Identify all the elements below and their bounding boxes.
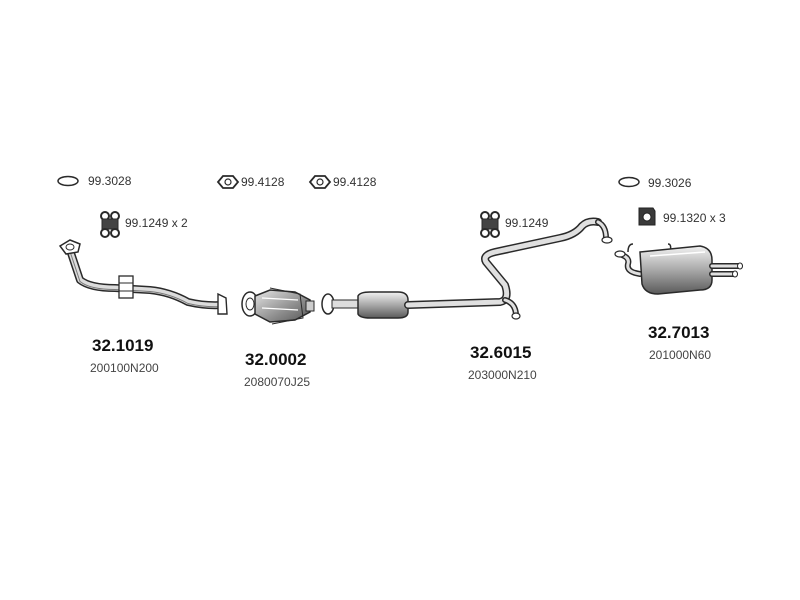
front-pipe-icon (58, 239, 228, 315)
rubber-hanger-icon (100, 211, 120, 238)
flange-gasket-label: 99.4128 (241, 175, 285, 189)
part-number-middle-pipe: 32.6015 (470, 343, 532, 362)
ring-gasket-label: 99.3026 (648, 176, 692, 190)
flange-gasket-icon (216, 175, 240, 189)
rubber-hanger-icon (480, 211, 500, 238)
hanger-label: 99.1249 (505, 216, 549, 230)
oem-code-middle-pipe: 203000N210 (468, 368, 537, 382)
middle-pipe-icon (321, 217, 613, 320)
part-number-front-pipe: 32.1019 (92, 336, 154, 355)
rubber-mount-label: 99.1320 x 3 (663, 211, 726, 225)
ring-gasket-label: 99.3028 (88, 174, 132, 188)
oem-code-catalytic-converter: 2080070J25 (244, 375, 311, 389)
hanger-label: 99.1249 x 2 (125, 216, 188, 230)
rear-muffler-icon (614, 243, 743, 295)
oem-code-front-pipe: 200100N200 (90, 361, 159, 375)
part-number-catalytic-converter: 32.0002 (245, 350, 307, 369)
flange-gasket-label: 99.4128 (333, 175, 377, 189)
oem-code-rear-muffler: 201000N60 (649, 348, 712, 362)
rubber-mount-icon (638, 207, 656, 226)
ring-gasket-icon (57, 175, 79, 187)
catalytic-converter-icon (241, 287, 315, 325)
part-number-rear-muffler: 32.7013 (648, 323, 710, 342)
flange-gasket-icon (308, 175, 332, 189)
ring-gasket-icon (618, 176, 640, 188)
